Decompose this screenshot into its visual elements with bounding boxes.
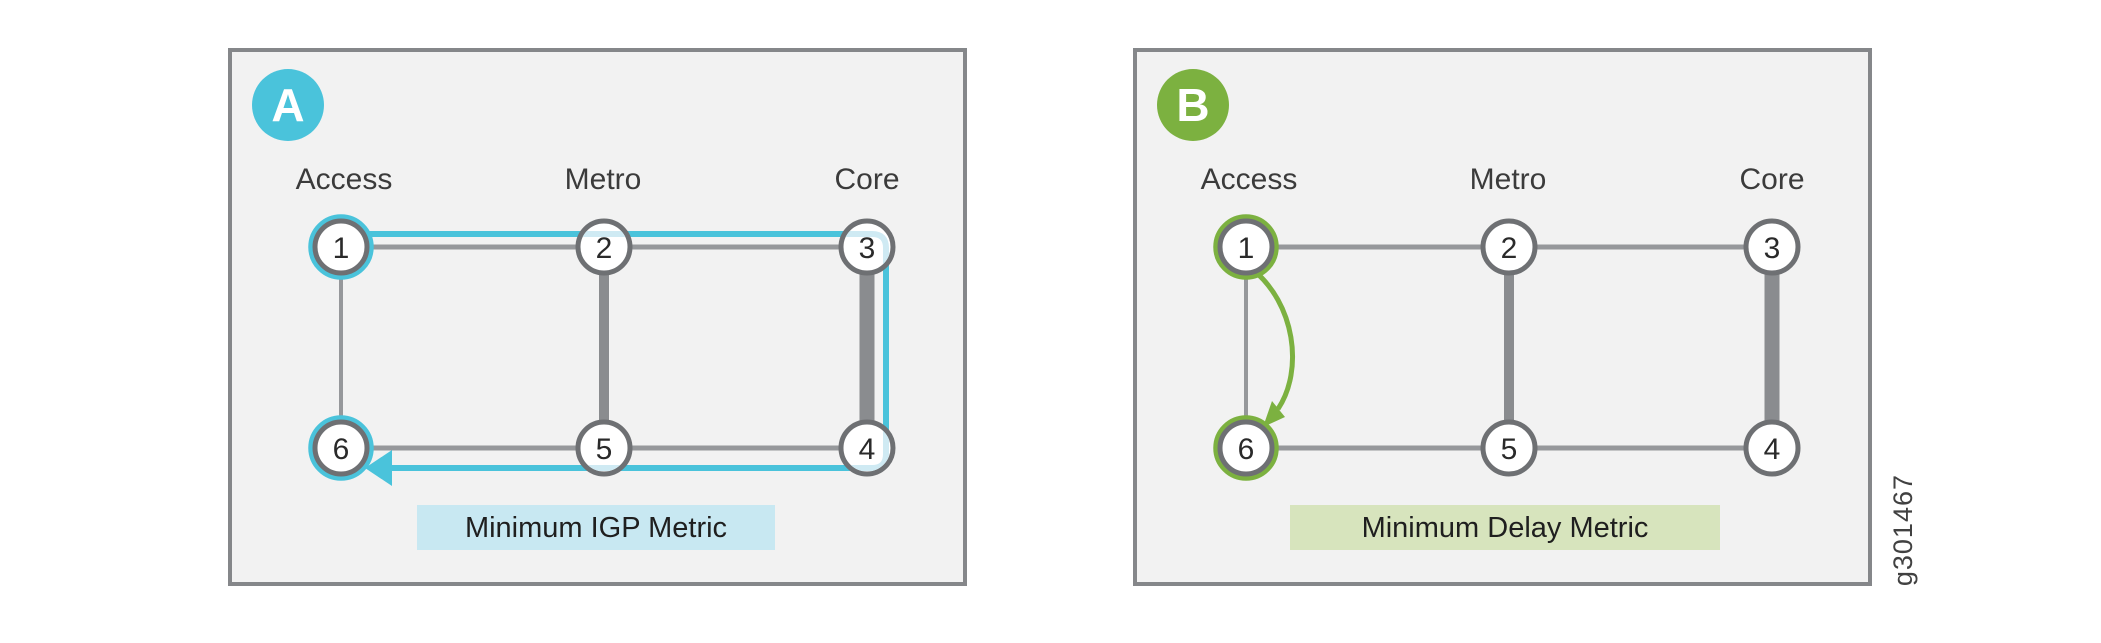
caption-a-box [417, 505, 775, 550]
node-6-label: 6 [333, 433, 350, 466]
badge-a-label: A [271, 79, 304, 131]
delay-route-arrowhead [1263, 401, 1285, 427]
badge-b-circle [1157, 69, 1229, 141]
node-6 [1217, 419, 1275, 477]
node-5 [575, 419, 633, 477]
node-2-label: 2 [1501, 232, 1518, 265]
node-1-label: 1 [333, 232, 350, 265]
node-6-label: 6 [1238, 433, 1255, 466]
delay-route-path [1250, 267, 1296, 411]
node-1 [1217, 218, 1275, 276]
node-1 [312, 218, 370, 276]
panel-b-frame [1133, 48, 1872, 586]
column-label-access: Access [296, 163, 393, 196]
node-6-highlight-ring [308, 415, 374, 481]
column-label-metro: Metro [1470, 163, 1547, 196]
node-2 [1480, 218, 1538, 276]
column-label-core: Core [834, 163, 899, 196]
node-1-highlight-ring [1213, 214, 1279, 280]
panel-b: B Access Metro Core 1 2 3 6 5 4 Minimu [1133, 48, 1872, 586]
panel-a-frame [228, 48, 967, 586]
node-1-highlight-ring [308, 214, 374, 280]
node-4-label: 4 [859, 433, 876, 466]
column-label-metro: Metro [565, 163, 642, 196]
node-3-label: 3 [1764, 232, 1781, 265]
node-4 [838, 419, 896, 477]
node-4 [1743, 419, 1801, 477]
node-3 [1743, 218, 1801, 276]
node-3-label: 3 [859, 232, 876, 265]
node-1-label: 1 [1238, 232, 1255, 265]
node-5-label: 5 [1501, 433, 1518, 466]
node-6 [312, 419, 370, 477]
caption-b-box [1290, 505, 1720, 550]
node-5 [1480, 419, 1538, 477]
caption-a-label: Minimum IGP Metric [465, 512, 727, 544]
column-label-core: Core [1739, 163, 1804, 196]
node-5-label: 5 [596, 433, 613, 466]
badge-a-circle [252, 69, 324, 141]
igp-route-arrowhead [365, 450, 392, 486]
node-6-highlight-ring [1213, 415, 1279, 481]
node-2-label: 2 [596, 232, 613, 265]
node-4-label: 4 [1764, 433, 1781, 466]
panel-a: A Access Metro Core 1 [228, 48, 967, 586]
figure-id: g301467 [1888, 474, 1918, 587]
badge-b-label: B [1176, 79, 1209, 131]
column-label-access: Access [1201, 163, 1298, 196]
caption-b-label: Minimum Delay Metric [1362, 512, 1649, 544]
